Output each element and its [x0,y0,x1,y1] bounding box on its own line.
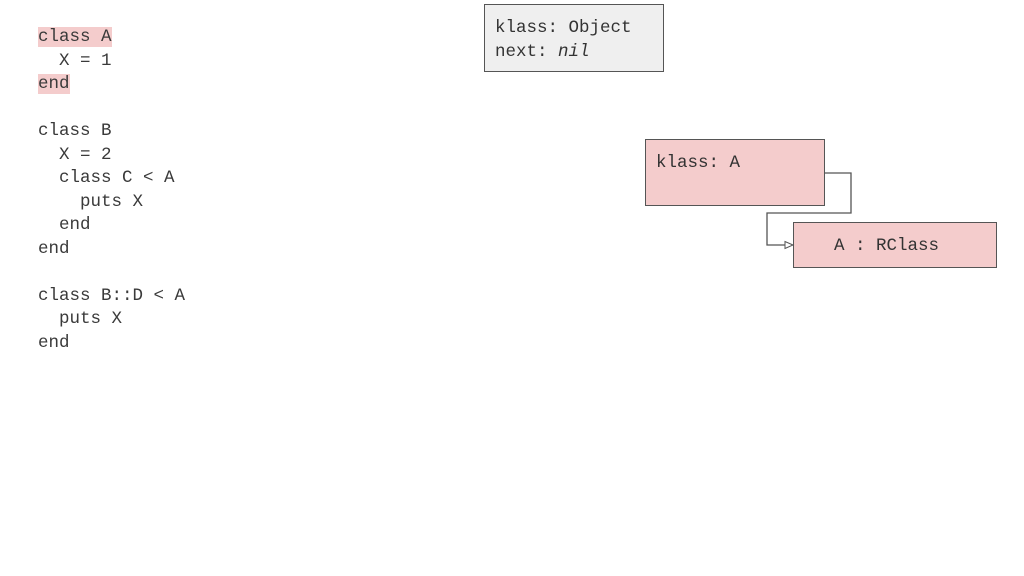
code-line: X = 1 [38,50,185,74]
code-listing: class A X = 1 end class B X = 2 class C < … [38,26,185,355]
rclass-label: A : RClass [834,236,940,256]
code-line [38,261,185,285]
arrowhead-icon [784,240,795,250]
object-next-label: next: [495,41,559,62]
code-line-text: end [38,215,91,235]
object-klass-label: klass: Object [495,18,632,38]
klass-a-label: klass: A [656,153,741,173]
code-line-text: class A [38,27,112,47]
code-line-text: class B [38,121,112,141]
klass-a-node: klass: A [645,139,825,206]
code-line: class A [38,26,185,50]
code-line-text: X = 2 [38,144,112,165]
code-line: X = 2 [38,144,185,168]
code-line: class C < A [38,167,185,191]
object-node: klass: Object next: nil [484,4,664,72]
code-line-text: class B::D < A [38,285,186,306]
code-line: end [38,238,185,262]
code-line-text: X = 1 [38,50,112,71]
code-line-text: end [38,332,70,353]
code-line: puts X [38,308,185,332]
rclass-node: A : RClass [793,222,997,268]
object-next-value: nil [558,41,590,62]
code-line: class B [38,120,185,144]
code-line-text: puts X [38,191,144,212]
object-next-row: next: nil [495,41,663,65]
code-line-text: puts X [38,309,123,329]
code-line [38,97,185,121]
code-line: end [38,332,185,356]
code-line: end [38,214,185,238]
code-line: class B::D < A [38,285,185,309]
code-line: puts X [38,191,185,215]
code-line: end [38,73,185,97]
code-line-text: class C < A [38,168,175,188]
code-line-text: end [38,238,70,259]
code-line-text: end [38,74,70,94]
